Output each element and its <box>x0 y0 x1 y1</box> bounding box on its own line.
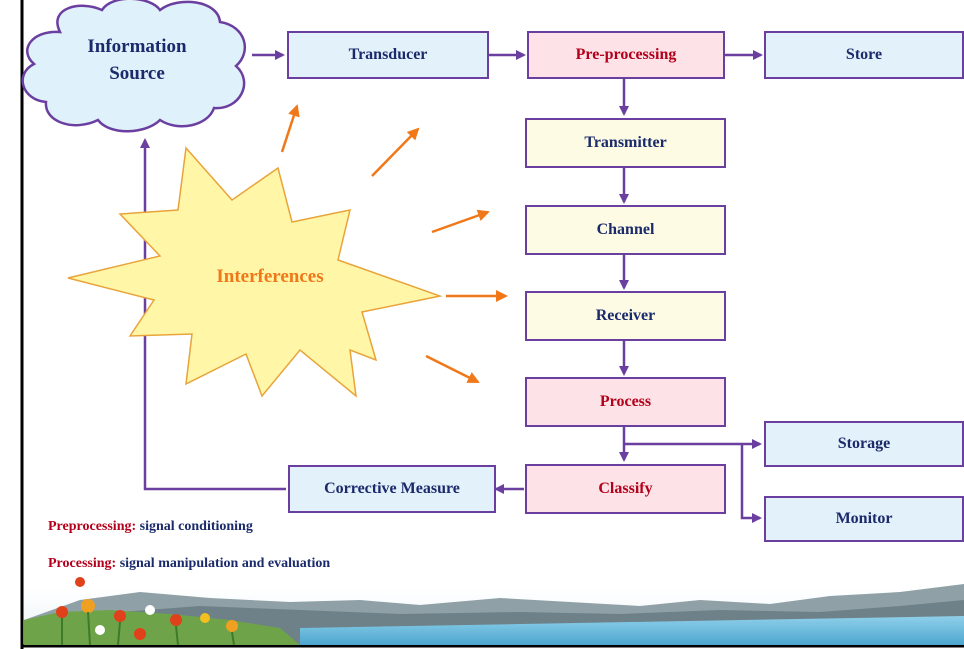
interference-arrow-2 <box>371 127 420 177</box>
note-preprocessing-key: Preprocessing: <box>48 519 137 534</box>
store-box: Store <box>764 31 964 79</box>
interferences-starburst <box>67 146 443 398</box>
note-processing-key: Processing: <box>48 556 117 571</box>
note-preprocessing: Preprocessing: signal conditioning <box>48 519 253 535</box>
interference-arrow-1 <box>280 104 300 153</box>
interference-arrow-3 <box>431 209 490 234</box>
interference-arrow-5 <box>425 354 480 384</box>
arrow-process-monitor <box>740 444 762 523</box>
monitor-box: Monitor <box>764 496 964 542</box>
feedback-arrow <box>140 138 286 491</box>
classify-box: Classify <box>525 464 726 514</box>
corrective-measure-box: Corrective Measure <box>288 465 496 513</box>
interferences-label: Interferences <box>216 266 324 287</box>
transmitter-box: Transmitter <box>525 118 726 168</box>
information-source-cloud <box>21 0 246 133</box>
note-processing-text: signal manipulation and evaluation <box>116 556 331 571</box>
receiver-box: Receiver <box>525 291 726 341</box>
note-preprocessing-text: signal conditioning <box>136 519 253 534</box>
transducer-box: Transducer <box>287 31 489 79</box>
preprocessing-box: Pre-processing <box>527 31 725 79</box>
landscape-decoration <box>24 577 964 646</box>
process-box: Process <box>525 377 726 427</box>
channel-box: Channel <box>525 205 726 255</box>
storage-box: Storage <box>764 421 964 467</box>
flowers-decoration <box>56 577 238 646</box>
note-processing: Processing: signal manipulation and eval… <box>48 556 330 572</box>
information-source-label: Information Source <box>87 36 187 84</box>
